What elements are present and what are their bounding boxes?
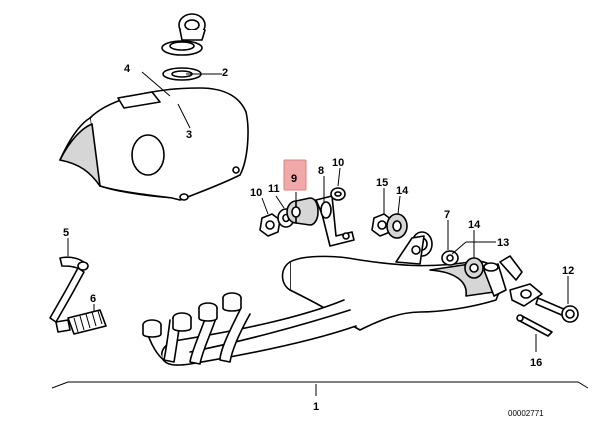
bracket-13 [509,283,543,307]
callout-2: 2 [222,67,228,79]
callout-6: 6 [90,293,96,305]
callout-8: 8 [318,165,324,177]
callout-5: 5 [63,227,69,239]
callout-1: 1 [313,401,319,413]
callout-14-upper: 14 [396,185,409,197]
header-pipe-4 [222,292,242,312]
callout-12: 12 [562,265,574,277]
callout-14-lower: 14 [468,219,481,231]
washer-10-right [330,187,346,201]
callout-10-left: 10 [250,187,262,199]
leader-lines [67,71,569,396]
callout-4: 4 [124,63,131,75]
bracket-8 [315,195,355,247]
header-pipe-2 [172,312,192,332]
callout-16: 16 [530,357,542,369]
rubber-mount-9 [286,197,319,226]
header-pipe-1 [142,319,162,338]
tank-cap [178,13,206,41]
spacer-13 [483,255,523,297]
reference-code: 00002771 [508,409,544,418]
callout-13: 13 [497,237,509,249]
callout-7: 7 [444,209,450,221]
callout-10-right: 10 [332,157,344,169]
washer-7 [441,250,459,266]
highlight-box [283,159,307,191]
header-pipe-3 [198,302,218,322]
callout-11: 11 [268,183,280,195]
shift-lever [49,256,89,323]
cap-ring [161,40,203,56]
fuel-tank [59,87,249,201]
callouts: 4 2 3 5 6 10 11 9 8 10 15 14 7 14 13 12 … [63,63,574,413]
callout-9: 9 [291,173,297,185]
bolt-12 [535,297,579,323]
assembly-bracket-line [51,381,589,389]
rubber-14-lower [464,257,484,279]
cotter-pin-16 [516,314,553,337]
callout-3: 3 [186,129,192,141]
footpeg-rubber [55,309,107,335]
callout-15: 15 [376,177,388,189]
nut-left [259,213,281,237]
rubber-14-upper [386,213,408,239]
